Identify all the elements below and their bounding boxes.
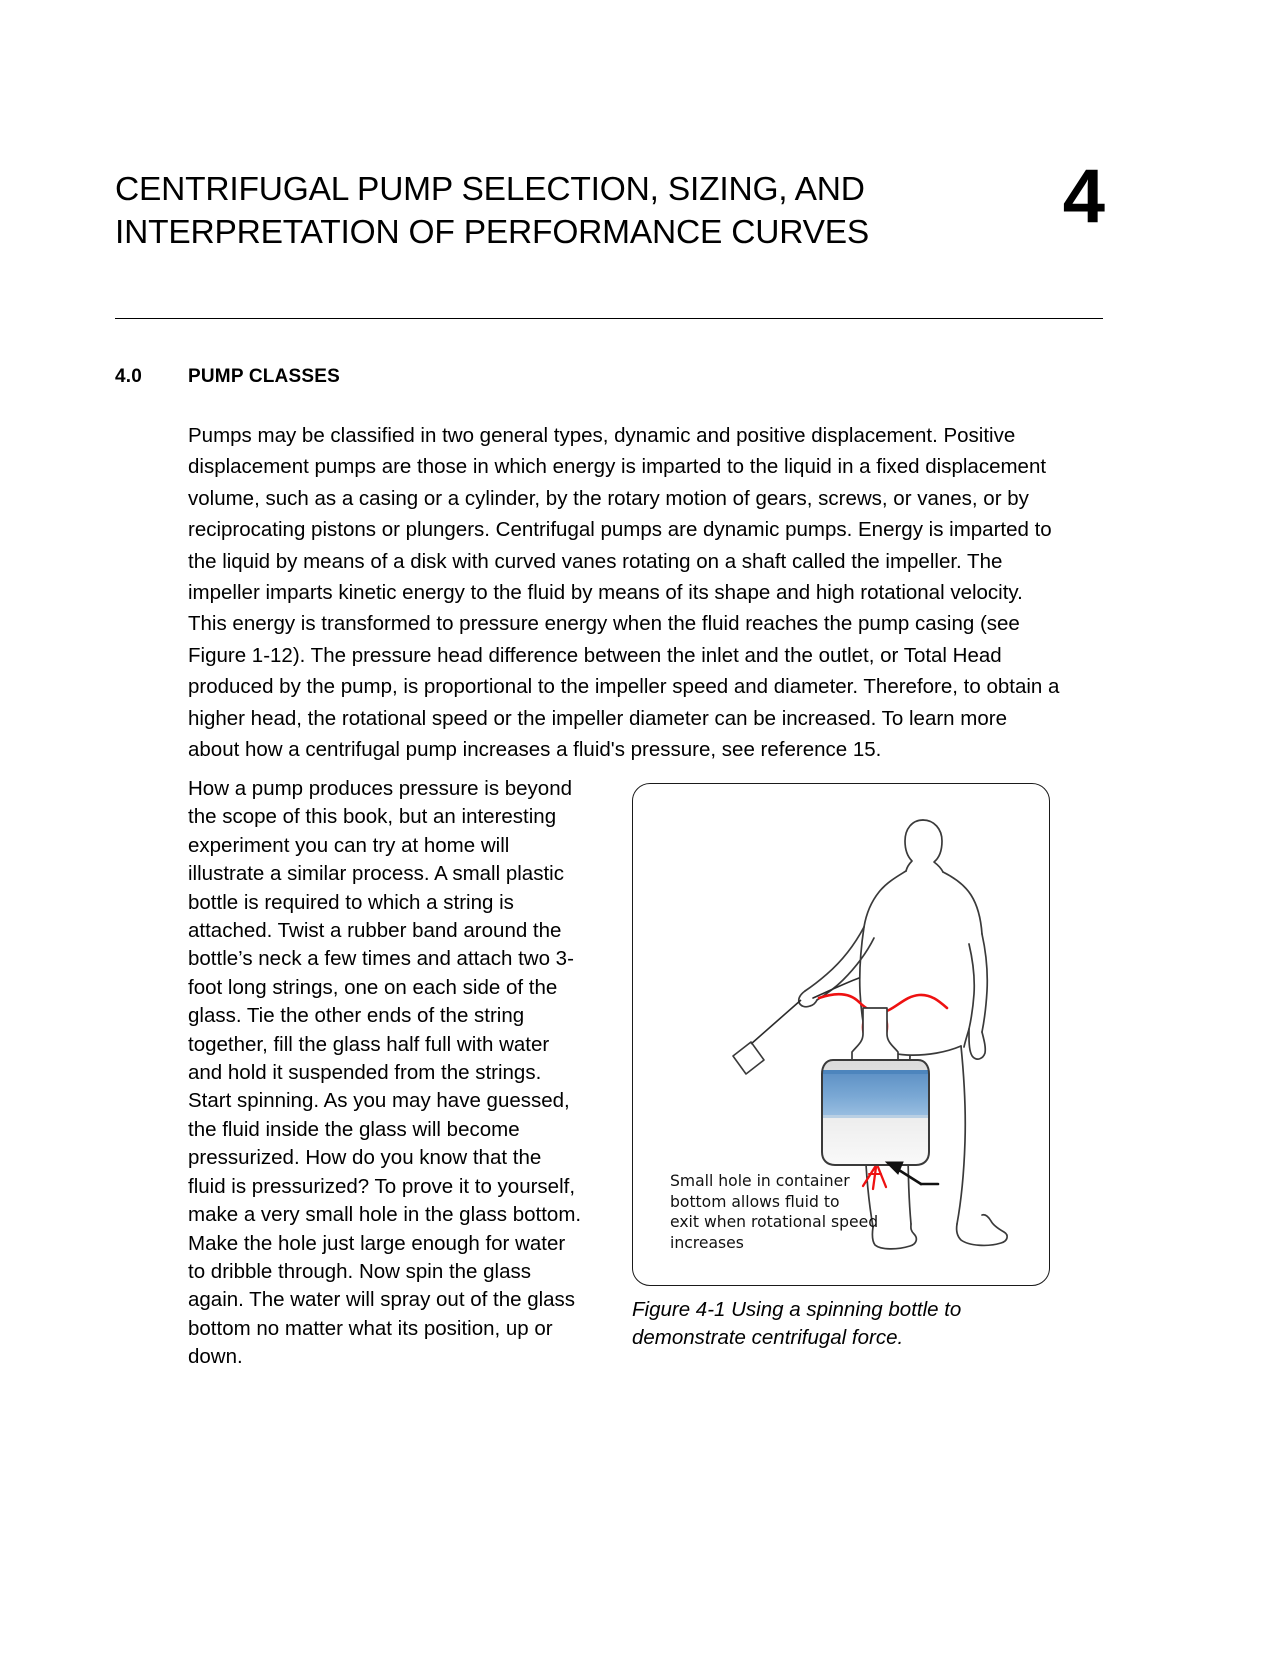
bottle-neck [851, 1007, 899, 1061]
section-title: PUMP CLASSES [188, 366, 340, 387]
person-head-right [922, 819, 944, 873]
person-left-arm-outer [804, 926, 865, 992]
red-string-main-left [817, 992, 861, 1004]
chapter-title: CENTRIFUGAL PUMP SELECTION, SIZING, AND … [115, 171, 870, 251]
string-tag [732, 1041, 765, 1075]
person-right-arm-inner [968, 943, 976, 1030]
body-paragraph-one: Pumps may be classified in two general t… [188, 424, 1060, 762]
red-string-a [829, 1004, 857, 1014]
person-head-left [904, 819, 924, 872]
person-shoulder-left [863, 870, 907, 928]
spinning-bottle-illustration [732, 819, 1008, 1250]
chapter-header: CENTRIFUGAL PUMP SELECTION, SIZING, AND … [115, 159, 1105, 254]
person-right-arm-outer [981, 933, 989, 1033]
water-lower-edge [822, 1115, 929, 1118]
person-leg-right-outer [956, 1045, 967, 1225]
figure-4-1: Small hole in container bottom allows fl… [632, 783, 1052, 1352]
person-shoe-right [955, 1213, 1008, 1247]
person-torso-right-tail [963, 1028, 970, 1048]
figure-annotation-text: Small hole in container bottom allows fl… [670, 1172, 879, 1252]
figure-frame: Small hole in container bottom allows fl… [632, 783, 1050, 1286]
header-divider-rule [115, 318, 1103, 319]
figure-caption: Figure 4-1 Using a spinning bottle to de… [632, 1298, 962, 1349]
person-shoe-left [871, 1223, 918, 1250]
string-segment-left [812, 977, 860, 999]
spray-jets [861, 1165, 888, 1191]
person-right-hand [968, 1028, 987, 1060]
person-shoulder-right [942, 871, 983, 935]
body-paragraph-two: How a pump produces pressure is beyond t… [188, 777, 582, 1369]
string-to-tag [750, 999, 802, 1045]
section-heading: 4.0 PUMP CLASSES [115, 366, 340, 388]
section-number: 4.0 [115, 366, 143, 387]
bottle-body-outline [821, 1059, 930, 1166]
chapter-number: 4 [1062, 154, 1105, 239]
annotation-arrow [884, 1161, 940, 1186]
water-surface-line [822, 1070, 929, 1074]
bottle-contents [822, 1060, 929, 1165]
person-left-hand [797, 990, 818, 1008]
bottle-water [822, 1070, 929, 1118]
person-left-arm-inner [816, 937, 875, 1001]
